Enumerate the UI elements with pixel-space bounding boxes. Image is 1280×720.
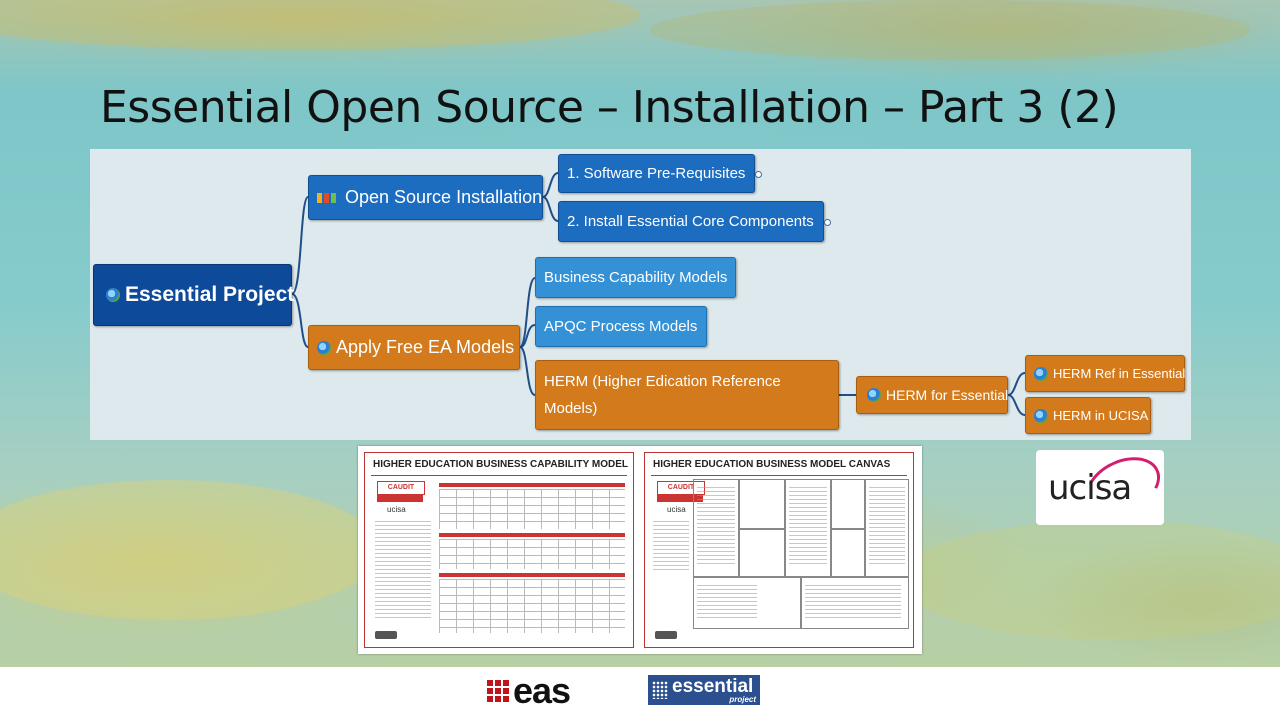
ucisa-small-logo: ucisa (667, 505, 686, 514)
body-text (375, 521, 431, 621)
node-herm-in-ucisa[interactable]: HERM in UCISA (1025, 397, 1151, 434)
educause-logo (377, 495, 423, 502)
slide-title: Essential Open Source – Installation – P… (100, 82, 1119, 133)
body-text (697, 487, 735, 567)
cc-license-icon (655, 631, 677, 639)
node-open-source-installation[interactable]: Open Source Installation (308, 175, 543, 220)
node-software-prerequisites[interactable]: 1. Software Pre-Requisites (558, 154, 755, 193)
image-title: HIGHER EDUCATION BUSINESS CAPABILITY MOD… (373, 459, 629, 470)
header-bar (439, 533, 625, 537)
globe-icon (1034, 408, 1048, 423)
slide-background: Essential Open Source – Installation – P… (0, 0, 1280, 667)
header-bar (439, 573, 625, 577)
node-label: Business Capability Models (544, 269, 728, 286)
process-icon (317, 191, 339, 205)
node-herm[interactable]: HERM (Higher Edication Reference Models) (535, 360, 839, 430)
ucisa-small-logo: ucisa (387, 505, 406, 514)
canvas-block (693, 479, 739, 577)
node-label: 2. Install Essential Core Components (567, 213, 814, 230)
project-wordmark: project (729, 695, 756, 704)
canvas-block (785, 479, 831, 577)
image-title: HIGHER EDUCATION BUSINESS MODEL CANVAS (653, 459, 891, 470)
globe-icon (106, 288, 120, 302)
canvas-block (865, 479, 909, 577)
body-text (869, 487, 905, 567)
globe-icon (317, 340, 331, 355)
node-business-capability-models[interactable]: Business Capability Models (535, 257, 736, 298)
node-label: APQC Process Models (544, 318, 698, 335)
node-label: Open Source Installation (345, 187, 543, 207)
eas-wordmark: eas (513, 670, 571, 711)
divider (651, 475, 907, 476)
capability-grid (439, 489, 625, 529)
canvas-block (739, 479, 785, 529)
node-label: HERM Ref in Essential (1053, 366, 1186, 381)
herm-images: HIGHER EDUCATION BUSINESS CAPABILITY MOD… (358, 446, 922, 654)
node-apqc-process-models[interactable]: APQC Process Models (535, 306, 707, 347)
ucisa-wordmark: ucisa (1048, 468, 1132, 508)
node-label: Essential Project (125, 283, 295, 306)
node-label: Apply Free EA Models (336, 337, 515, 357)
node-herm-for-essential[interactable]: HERM for Essential (856, 376, 1008, 414)
link-dot-icon (755, 171, 762, 178)
ucisa-logo: ucisa (1036, 445, 1170, 527)
header-bar (439, 483, 625, 487)
essential-wordmark: essential (672, 676, 754, 697)
canvas-block (831, 529, 865, 577)
body-text (653, 521, 689, 571)
node-label: HERM (Higher Edication Reference Models) (544, 373, 781, 417)
node-label: HERM in UCISA (1053, 408, 1149, 423)
mindmap-connectors (291, 172, 1026, 416)
node-label: 1. Software Pre-Requisites (567, 165, 746, 182)
caudit-logo: CAUDIT (377, 481, 425, 495)
node-label: HERM for Essential (886, 387, 1009, 403)
eas-grid-icon (487, 680, 509, 702)
body-text (789, 487, 827, 567)
node-essential-project[interactable]: Essential Project (93, 264, 295, 326)
eas-logo: eas (487, 670, 571, 711)
canvas-block (801, 577, 909, 629)
capability-model-image: HIGHER EDUCATION BUSINESS CAPABILITY MOD… (364, 452, 634, 648)
business-model-canvas-image: HIGHER EDUCATION BUSINESS MODEL CANVAS C… (644, 452, 914, 648)
mindmap-diagram: Essential Project Open Source Installati… (90, 149, 1191, 440)
node-apply-free-ea-models[interactable]: Apply Free EA Models (308, 325, 520, 370)
capability-grid (439, 579, 625, 633)
body-text (805, 585, 901, 621)
canvas-block (693, 577, 801, 629)
link-dot-icon (824, 219, 831, 226)
divider (371, 475, 627, 476)
globe-icon (867, 388, 881, 402)
dots-icon (652, 681, 668, 699)
footer (0, 667, 1280, 720)
body-text (697, 585, 757, 621)
canvas-block (831, 479, 865, 529)
node-herm-ref-in-essential[interactable]: HERM Ref in Essential (1025, 355, 1185, 392)
globe-icon (1034, 366, 1048, 381)
educause-logo (657, 495, 703, 502)
essential-project-logo: essential project (648, 675, 760, 705)
canvas-block (739, 529, 785, 577)
node-install-core-components[interactable]: 2. Install Essential Core Components (558, 201, 824, 242)
capability-grid (439, 539, 625, 569)
cc-license-icon (375, 631, 397, 639)
